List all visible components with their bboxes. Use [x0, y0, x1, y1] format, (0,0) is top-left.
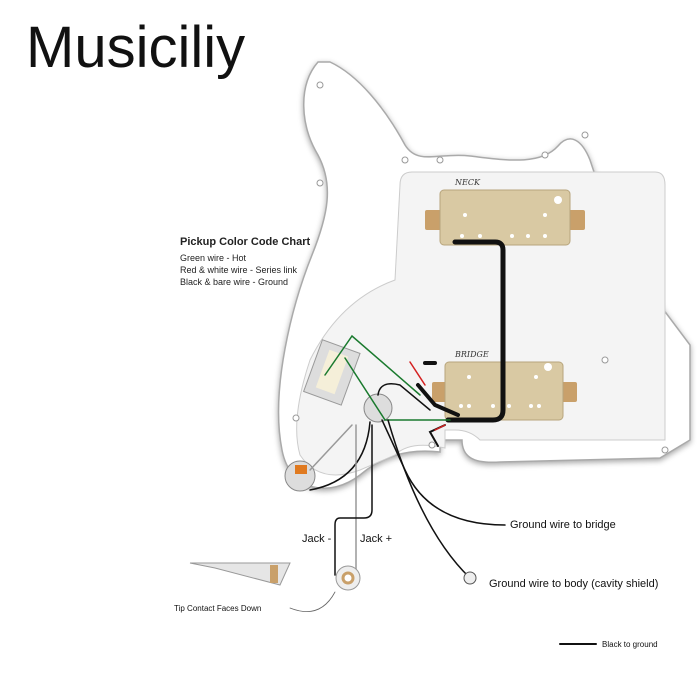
- ground-bridge-label: Ground wire to bridge: [510, 519, 616, 531]
- brand-logo: Musiciliy: [26, 15, 246, 80]
- chart-line: Black & bare wire - Ground: [180, 277, 289, 287]
- ground-lug: [463, 571, 477, 585]
- ground-body-label: Ground wire to body (cavity shield): [489, 578, 659, 590]
- chart-line: Green wire - Hot: [180, 253, 247, 263]
- tone-pot: [284, 460, 316, 492]
- legend-label: Black to ground: [602, 640, 658, 649]
- jack-side-view: [189, 562, 291, 586]
- jack-minus-label: Jack -: [302, 533, 332, 545]
- pickup-color-chart: Pickup Color Code Chart Green wire - Hot…: [180, 236, 310, 288]
- chart-title: Pickup Color Code Chart: [180, 236, 311, 248]
- output-jack: [335, 565, 361, 591]
- chart-line: Red & white wire - Series link: [180, 265, 298, 275]
- neck-pickup: NECK: [425, 178, 585, 246]
- neck-label: NECK: [454, 178, 481, 187]
- bridge-label: BRIDGE: [454, 350, 489, 359]
- pickup-switch: [302, 339, 361, 406]
- jack-plus-label: Jack +: [360, 533, 393, 545]
- tip-contact-label: Tip Contact Faces Down: [174, 604, 262, 613]
